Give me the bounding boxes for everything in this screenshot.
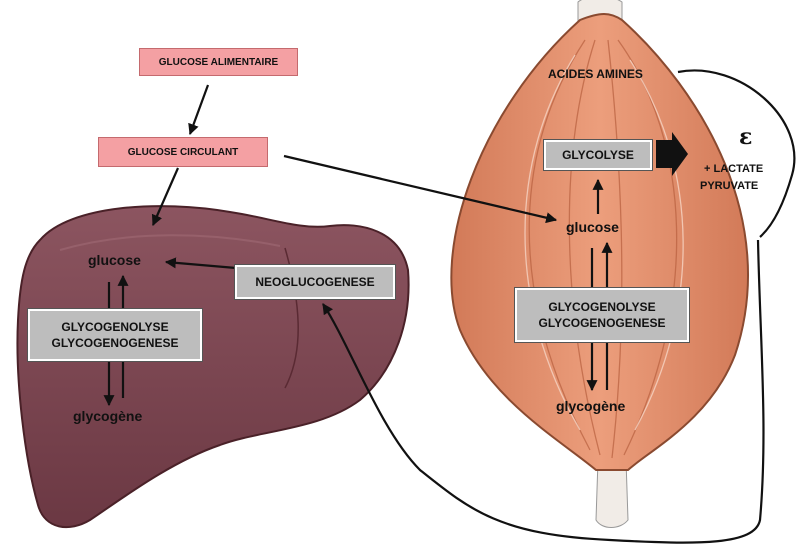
muscle-process-label-1: GLYCOGENOLYSE <box>548 299 655 315</box>
muscle-glycogene-label: glycogène <box>556 398 625 414</box>
liver-process-box: GLYCOGENOLYSE GLYCOGENOGENESE <box>28 309 202 361</box>
neoglucogenese-box: NEOGLUCOGENESE <box>235 265 395 299</box>
glycolyse-box: GLYCOLYSE <box>544 140 652 170</box>
acides-amines-label: ACIDES AMINES <box>548 67 643 81</box>
liver-process-label-1: GLYCOGENOLYSE <box>61 319 168 335</box>
glucose-alimentaire-box: GLUCOSE ALIMENTAIRE <box>139 48 298 76</box>
lactate-label: + LACTATE <box>704 163 763 175</box>
liver-glycogene-label: glycogène <box>73 408 142 424</box>
muscle-process-box: GLYCOGENOLYSE GLYCOGENOGENESE <box>515 288 689 342</box>
muscle-glucose-label: glucose <box>566 219 619 235</box>
glucose-circulant-box: GLUCOSE CIRCULANT <box>98 137 268 167</box>
liver-process-label-2: GLYCOGENOGENESE <box>52 335 179 351</box>
liver-illustration <box>17 206 408 527</box>
epsilon-label: ε <box>739 124 752 150</box>
pyruvate-label: PYRUVATE <box>700 180 758 192</box>
arrow-alimentaire-to-circulant <box>190 85 208 134</box>
muscle-process-label-2: GLYCOGENOGENESE <box>539 315 666 331</box>
liver-glucose-label: glucose <box>88 252 141 268</box>
